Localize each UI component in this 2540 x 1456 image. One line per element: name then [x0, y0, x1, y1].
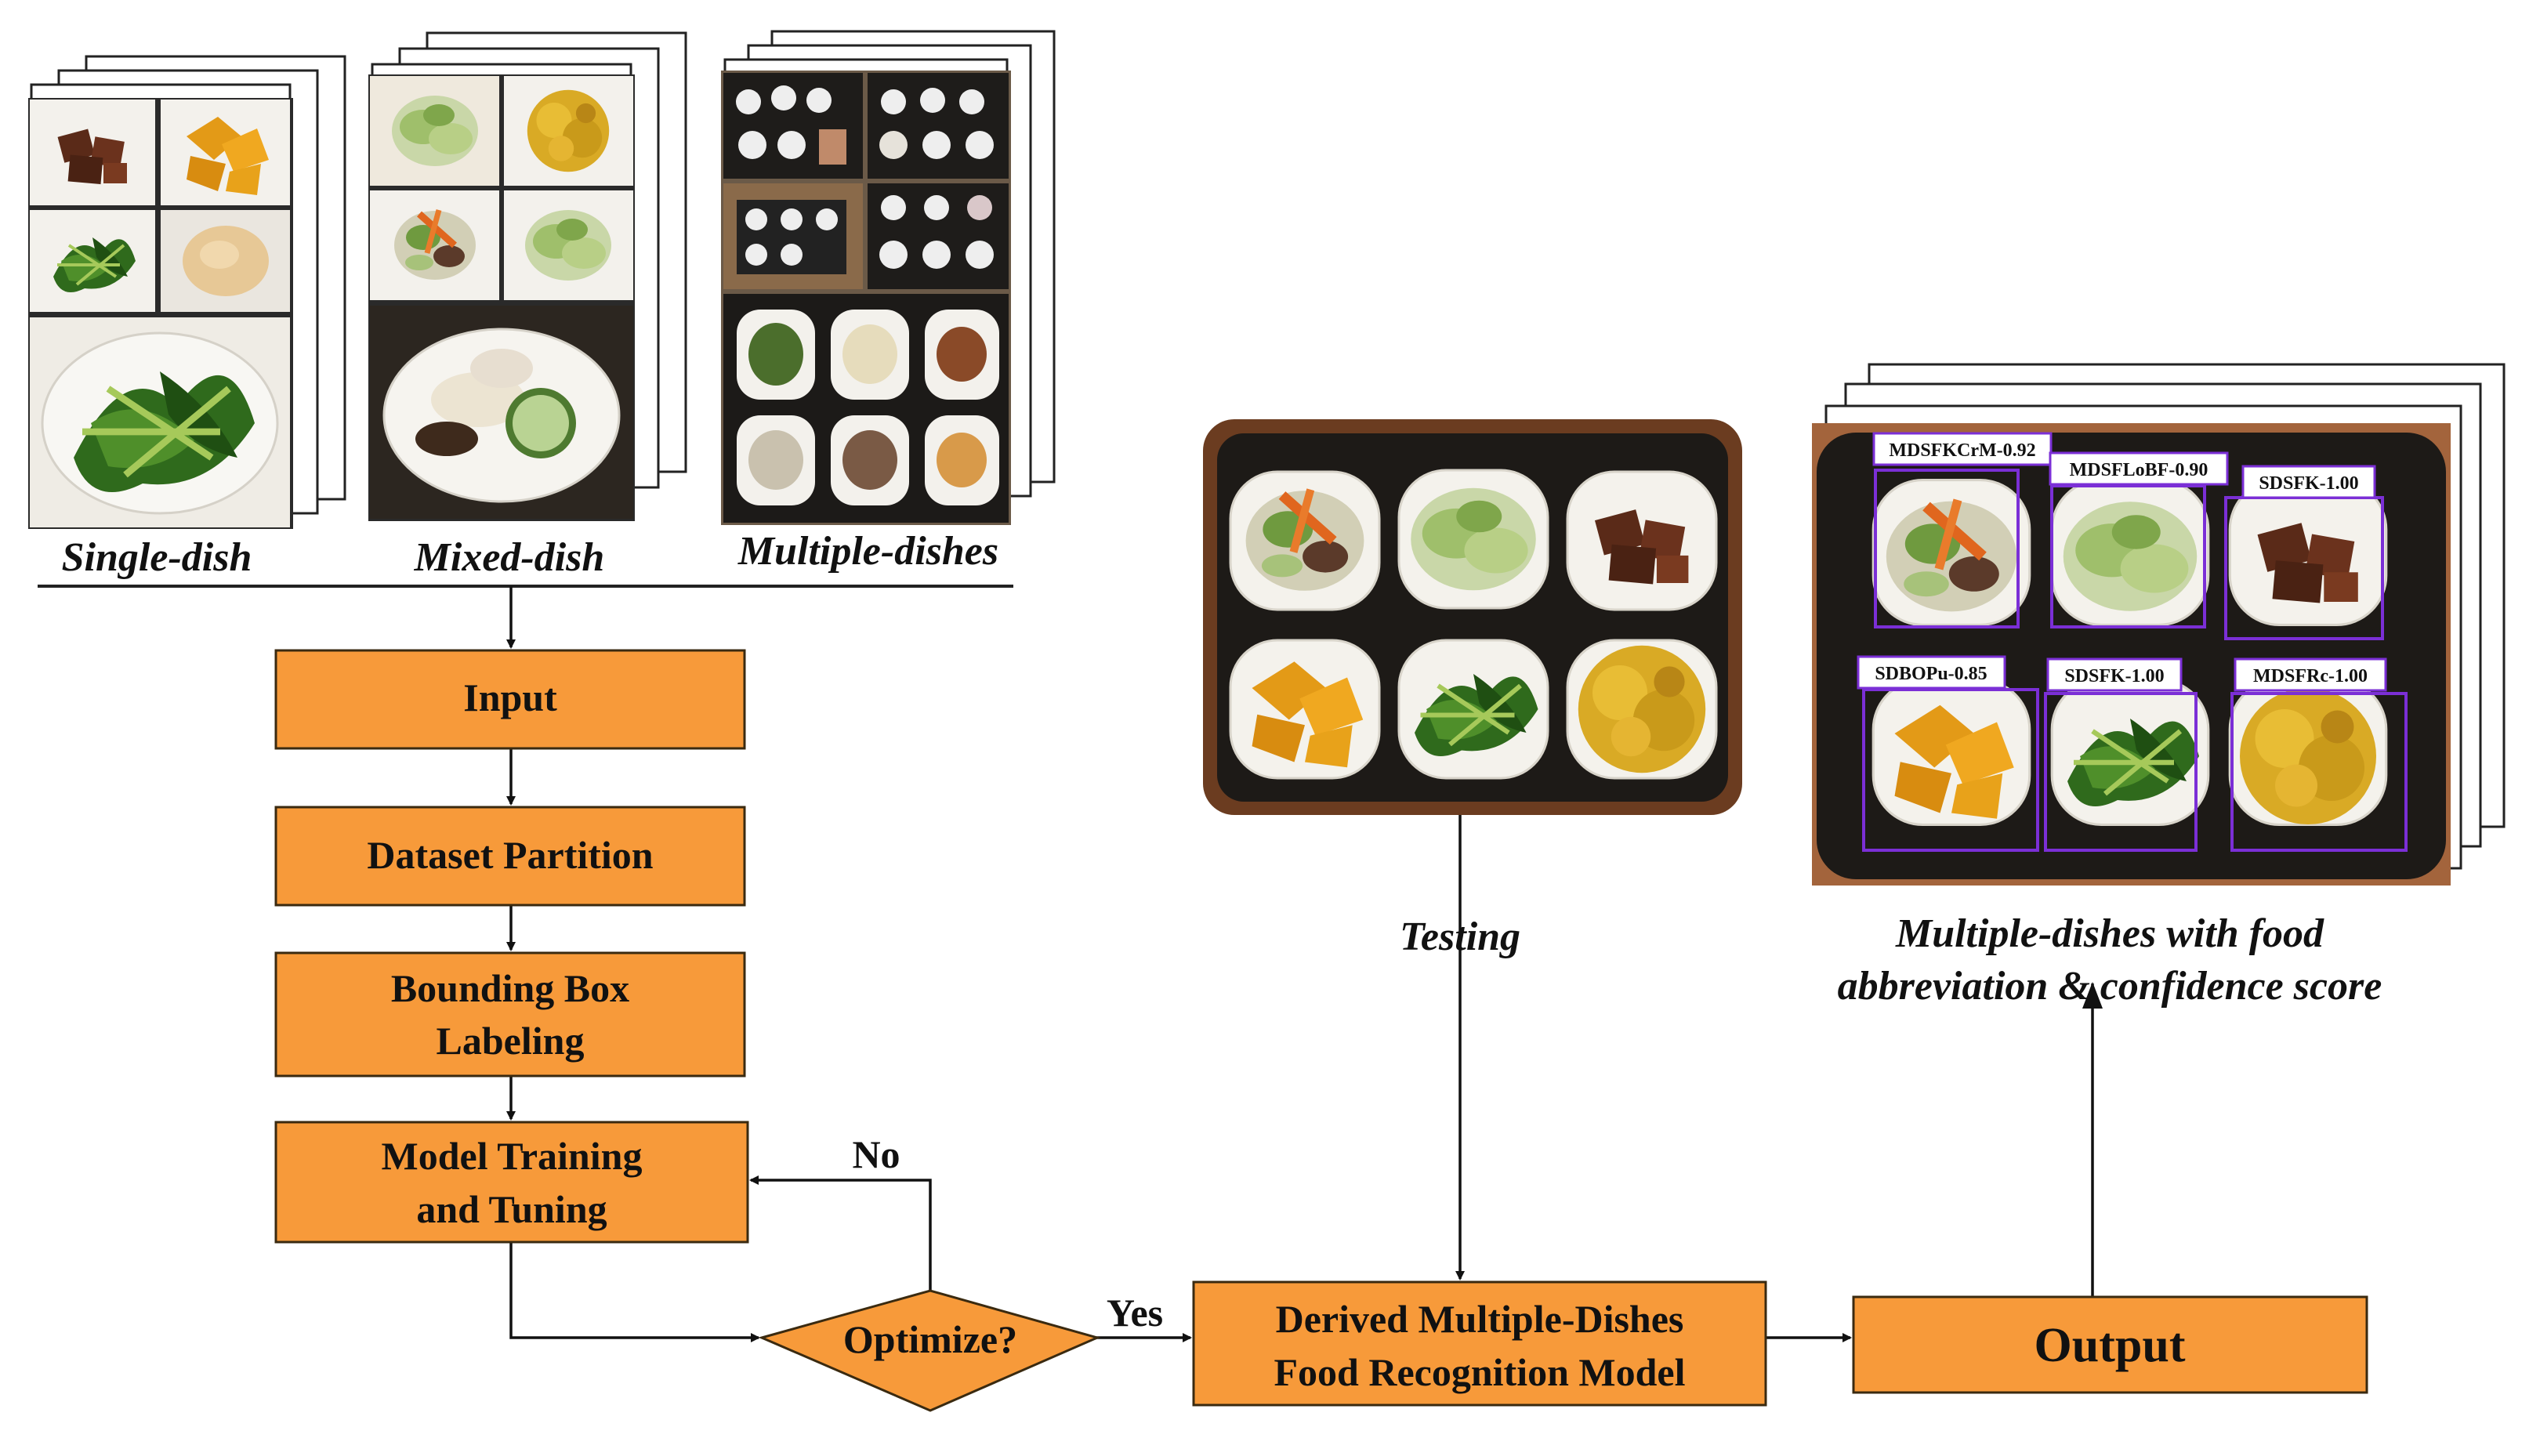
detection-box-1 [1874, 469, 2020, 628]
yes-label: Yes [1107, 1291, 1163, 1335]
optimize-label: Optimize? [843, 1317, 1017, 1361]
output-label: Output [2035, 1319, 2186, 1372]
dataset-mixed-stack [368, 31, 687, 521]
training-label-line2: and Tuning [416, 1187, 607, 1231]
detection-label-6: MDSFRc-1.00 [2253, 666, 2368, 686]
single-dish-photo [28, 98, 293, 529]
result-tray-photo [1812, 423, 2451, 886]
multiple-dishes-photo [721, 71, 1011, 525]
detection-label-2: MDSFLoBF-0.90 [2070, 460, 2208, 480]
derived-label-line1: Derived Multiple-Dishes [1276, 1297, 1684, 1341]
input-label: Input [463, 675, 557, 719]
bounding-box-labeling-box: Bounding Box Labeling [274, 951, 746, 1078]
labeling-label-line1: Bounding Box [391, 966, 629, 1010]
dataset-multiple-stack [721, 30, 1056, 525]
labeling-label-line2: Labeling [437, 1019, 585, 1063]
caption-single-dish: Single-dish [62, 535, 252, 580]
testing-label: Testing [1400, 915, 1520, 959]
detection-box-6 [2230, 692, 2408, 852]
model-training-box: Model Training and Tuning [274, 1121, 749, 1244]
training-label-line1: Model Training [382, 1134, 643, 1178]
derived-label-line2: Food Recognition Model [1274, 1350, 1686, 1394]
mixed-dish-photo [368, 74, 635, 521]
dataset-partition-box: Dataset Partition [274, 806, 746, 907]
detection-label-3: SDSFK-1.00 [2259, 473, 2358, 494]
caption-mixed-dish: Mixed-dish [414, 535, 605, 580]
result-caption-line2: abbreviation & confidence score [1838, 964, 2382, 1009]
detection-box-5 [2044, 692, 2198, 852]
test-tray-photo [1203, 419, 1742, 815]
detection-label-5: SDSFK-1.00 [2064, 666, 2164, 686]
derived-model-box: Derived Multiple-Dishes Food Recognition… [1192, 1280, 1767, 1407]
detection-label-1: MDSFKCrM-0.92 [1889, 440, 2035, 461]
dataset-partition-label: Dataset Partition [367, 833, 653, 877]
flow-connectors [506, 586, 2103, 1342]
detection-box-4 [1862, 688, 2039, 852]
result-caption-line1: Multiple-dishes with food [1895, 911, 2324, 956]
detection-labels: MDSFKCrM-0.92 MDSFLoBF-0.90 SDSFK-1.00 S… [1857, 432, 2387, 692]
no-label: No [852, 1132, 900, 1176]
output-box: Output [1852, 1295, 2368, 1394]
input-box: Input [274, 649, 746, 750]
detection-box-2 [2050, 484, 2206, 628]
dataset-single-stack [28, 55, 346, 529]
optimize-decision: Optimize? [758, 1289, 1101, 1412]
detection-label-4: SDBOPu-0.85 [1875, 664, 1987, 684]
caption-multiple-dishes: Multiple-dishes [737, 529, 998, 574]
